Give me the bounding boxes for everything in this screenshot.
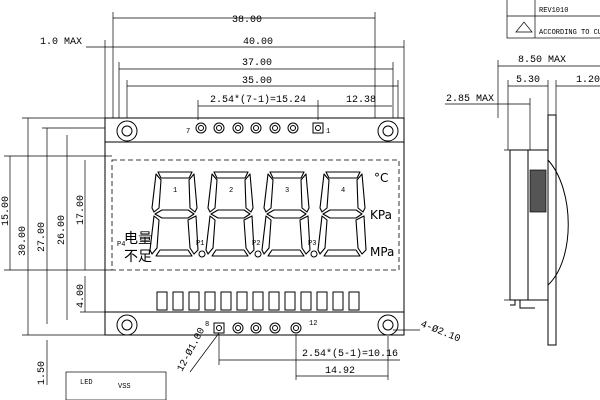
dim-15: 15.00 <box>1 196 12 226</box>
lcd-view-area <box>111 159 400 271</box>
dim-1238: 12.38 <box>346 95 376 106</box>
legend-box <box>65 371 167 400</box>
mount-hole-br <box>377 314 399 336</box>
dim-max-left: 1.0 MAX <box>40 37 82 48</box>
pin-label-8: 8 <box>205 321 209 329</box>
segment-tabs <box>156 291 360 311</box>
decimal-point-p3 <box>310 250 318 258</box>
legend-led: LED <box>80 379 93 387</box>
dim-mount: 4-Ø2.10 <box>419 319 462 346</box>
title-note: ACCORDING TO CUS <box>539 29 600 37</box>
dim-26: 26.00 <box>57 215 68 245</box>
warning-triangle-icon <box>515 21 533 33</box>
dim-38: 38.00 <box>232 15 262 26</box>
point-label-p4: P4 <box>117 241 125 249</box>
dim-30: 30.00 <box>18 226 29 256</box>
dim-850: 8.50 MAX <box>518 55 566 66</box>
dim-150: 1.50 <box>37 361 48 385</box>
mount-hole-tr <box>377 120 399 142</box>
pcb-top-strip <box>104 117 405 143</box>
dim-285: 2.85 MAX <box>446 94 494 105</box>
digit-4 <box>317 171 367 257</box>
mount-hole-tl <box>116 120 138 142</box>
title-rev: REV1010 <box>539 7 568 15</box>
point-label-p2: P2 <box>252 240 260 248</box>
bottom-pin-row <box>213 322 302 334</box>
pin-label-12: 12 <box>309 320 317 328</box>
hole-leader <box>189 332 220 373</box>
point-label-p3: P3 <box>308 240 316 248</box>
unit-kpa: KPa <box>370 208 392 222</box>
digit-number-3: 3 <box>285 187 289 195</box>
digit-number-4: 4 <box>341 187 345 195</box>
digit-number-2: 2 <box>229 187 233 195</box>
dim-530: 5.30 <box>516 75 540 86</box>
dim-120: 1.20 <box>576 75 600 86</box>
digit-3 <box>261 171 311 257</box>
pin-label-7: 7 <box>186 128 190 136</box>
unit-celsius: °C <box>374 171 388 185</box>
top-pin-row <box>195 122 324 134</box>
dim-hole: 12-Ø1.00 <box>175 326 208 374</box>
decimal-point-p2 <box>254 250 262 258</box>
dim-40: 40.00 <box>243 37 273 48</box>
unit-mpa: MPa <box>370 245 394 259</box>
dim-pitch-bot: 2.54*(5-1)=10.16 <box>302 348 398 360</box>
point-label-p1: P1 <box>196 240 204 248</box>
side-profile <box>504 114 569 346</box>
dim-37: 37.00 <box>242 58 272 69</box>
legend-vss: VSS <box>118 383 131 391</box>
digit-2 <box>205 171 255 257</box>
digit-1 <box>149 171 199 257</box>
battery-low-line1: 电量 <box>124 231 152 247</box>
dim-1492: 14.92 <box>325 366 355 377</box>
side-connector-hatched <box>529 169 547 213</box>
decimal-point-p1 <box>198 250 206 258</box>
mount-hole-bl <box>116 314 138 336</box>
dim-pitch-top: 2.54*(7-1)=15.24 <box>210 94 306 106</box>
battery-low-line2: 不足 <box>124 249 152 265</box>
pin-label-1: 1 <box>326 128 330 136</box>
title-block <box>506 0 600 39</box>
dim-27: 27.00 <box>37 222 48 252</box>
dim-4: 4.00 <box>76 284 87 308</box>
digit-number-1: 1 <box>173 187 177 195</box>
dim-17: 17.00 <box>76 195 87 225</box>
dim-35: 35.00 <box>242 76 272 87</box>
